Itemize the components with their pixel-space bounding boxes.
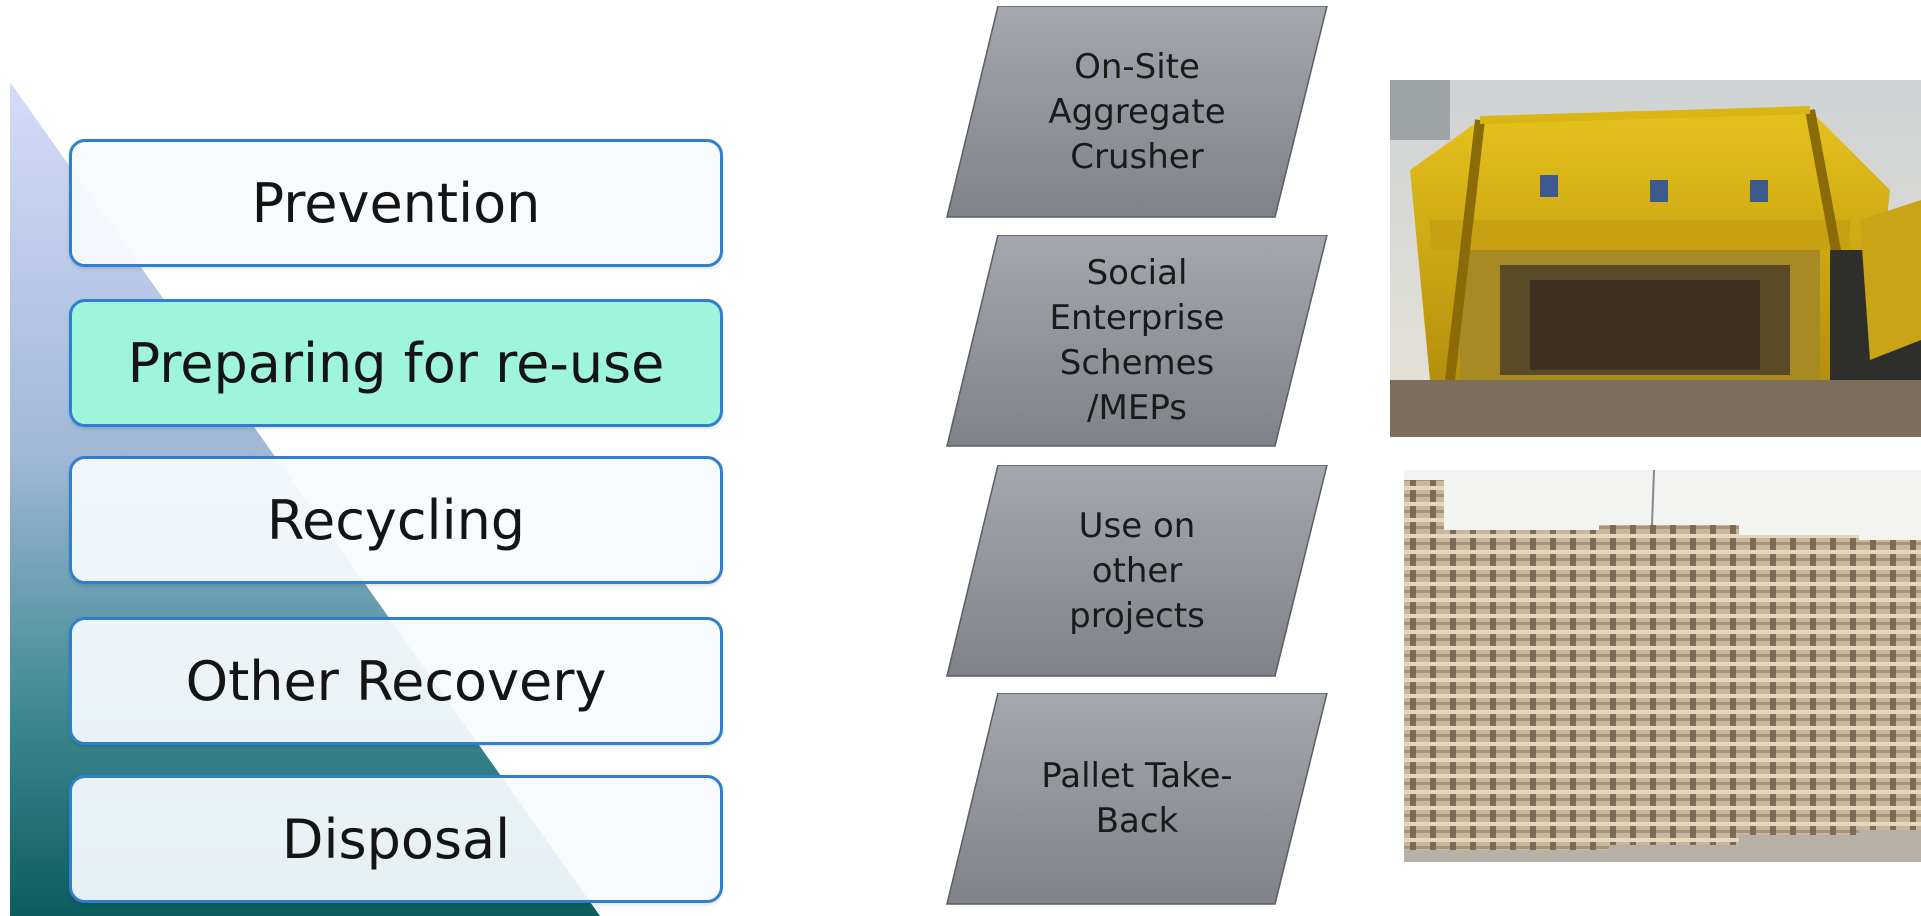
tier-preparing-for-re-use: Preparing for re-use bbox=[69, 299, 723, 427]
initiative-other-projects: Use on other projects bbox=[946, 465, 1328, 677]
initiative-label: Pallet Take- Back bbox=[1041, 756, 1233, 841]
tier-disposal: Disposal bbox=[69, 775, 723, 903]
initiative-label: On-Site Aggregate Crusher bbox=[1048, 46, 1226, 177]
initiative-social-enterprise: Social Enterprise Schemes /MEPs bbox=[946, 235, 1328, 447]
initiative-pallet-take-back: Pallet Take- Back bbox=[946, 693, 1328, 905]
tier-other-recovery: Other Recovery bbox=[69, 617, 723, 745]
tier-prevention: Prevention bbox=[69, 139, 723, 267]
initiative-aggregate-crusher: On-Site Aggregate Crusher bbox=[946, 6, 1328, 218]
initiative-label: Social Enterprise Schemes /MEPs bbox=[1049, 253, 1225, 428]
crusher-photo bbox=[1390, 80, 1921, 437]
initiative-label: Use on other projects bbox=[1069, 505, 1205, 636]
pallets-photo bbox=[1404, 470, 1921, 862]
tier-recycling: Recycling bbox=[69, 456, 723, 584]
